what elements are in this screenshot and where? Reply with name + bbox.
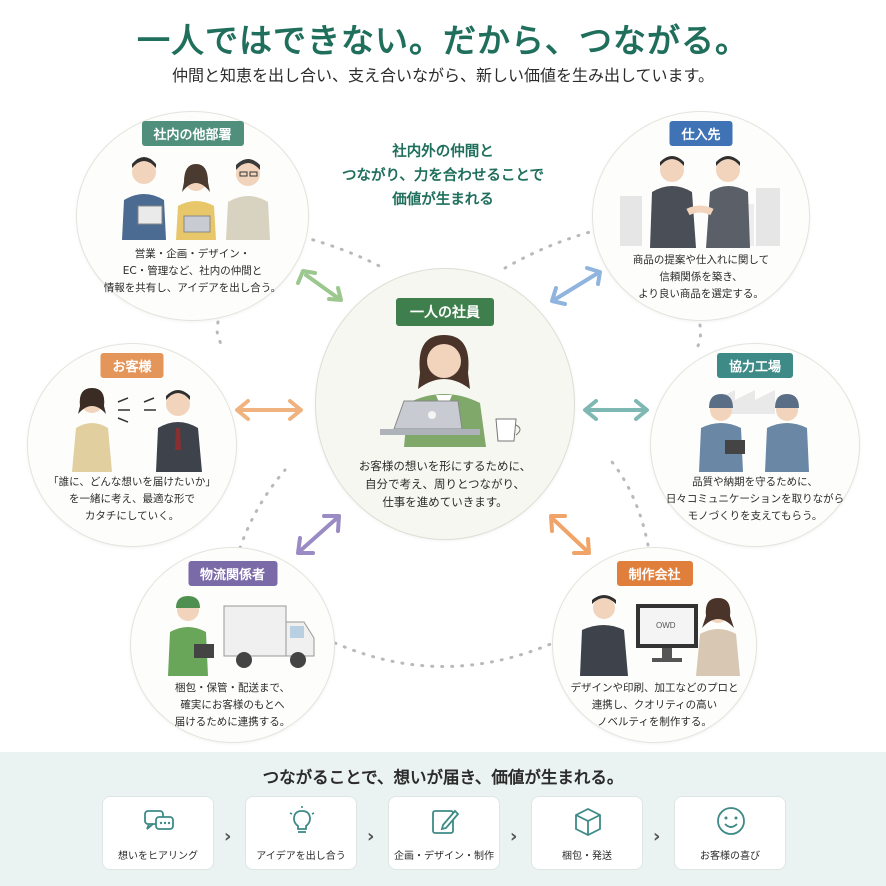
pen-edit-icon [432, 809, 460, 834]
employee-laptop-illustration [380, 335, 521, 447]
delivery-truck-illustration [167, 596, 314, 676]
arrow-customer [235, 399, 303, 421]
desc-supplier: 商品の提案や仕入れに関して 信頼関係を築き、 より良い商品を選定する。 [632, 254, 770, 300]
node-supplier: 仕入先 商品の提案や仕入れに関して 信頼関係を築き、 より良い商品を選定する。 [592, 111, 810, 321]
tag-factory: 協力工場 [716, 353, 794, 378]
node-logistics: 物流関係者 梱包・保管・配送まで、 確実にお客様のもとへ 届けるために連携する。 [130, 547, 335, 743]
smile-icon [717, 807, 745, 835]
chevron-right-icon: › [367, 826, 375, 847]
arrow-internal [296, 269, 343, 302]
tag-supplier: 仕入先 [669, 121, 733, 146]
chat-bubbles-icon [144, 810, 174, 830]
chevron-right-icon: › [224, 826, 232, 847]
factory-workers-illustration [699, 390, 809, 472]
desc-customer: 「誰に、どんな想いを届けたいか」 を一緒に考え、最適な形で カタチにしていく。 [48, 476, 216, 522]
design-studio-illustration: OWD [579, 595, 740, 676]
chevron-right-icon: › [510, 826, 518, 847]
arrow-supplier [550, 266, 602, 306]
arrow-factory [583, 399, 649, 421]
desc-production: デザインや印刷、加工などのプロと 連携し、クオリティの高い ノベルティを制作する… [570, 682, 739, 728]
node-factory: 協力工場 品質や納期を守るために、 日々コミュニケーションを取りながら モノづく… [650, 343, 860, 547]
step-delight: お客様の喜び [674, 796, 786, 870]
coworkers-illustration [121, 157, 270, 240]
process-steps: 想いをヒアリング › アイデアを出し合う › 企画・デザイン・制作 › 梱包・発… [102, 796, 786, 874]
chevron-right-icon: › [653, 826, 661, 847]
desc-internal: 営業・企画・デザイン・ EC・管理など、社内の仲間と 情報を共有し、アイデアを出… [103, 248, 282, 294]
tag-internal: 社内の他部署 [141, 121, 244, 146]
step-label: アイデアを出し合う [256, 851, 346, 862]
page-title: 一人ではできない。だから、つながる。 [137, 21, 749, 60]
step-hearing: 想いをヒアリング [102, 796, 214, 870]
step-label: 想いをヒアリング [118, 851, 198, 862]
arrow-production [549, 514, 591, 555]
step-design: 企画・デザイン・制作 [388, 796, 500, 870]
package-icon [575, 807, 601, 837]
node-center: 一人の社員 お客様の想いを形にするために、 自分で考え、周りとつながり、 仕事を… [315, 268, 575, 540]
customer-meeting-illustration [72, 388, 202, 472]
footer-heading: つながることで、想いが届き、価値が生まれる。 [262, 768, 624, 787]
tag-logistics: 物流関係者 [187, 561, 278, 586]
step-shipping: 梱包・発送 [531, 796, 643, 870]
desc-center: お客様の想いを形にするために、 自分で考え、周りとつながり、 仕事を進めていきま… [358, 459, 532, 509]
arrow-logistics [296, 514, 341, 555]
tag-production: 制作会社 [616, 561, 693, 586]
desc-factory: 品質や納期を守るために、 日々コミュニケーションを取りながら モノづくりを支えて… [665, 476, 845, 522]
screen-label: OWD [656, 621, 676, 630]
lightbulb-icon [289, 806, 315, 833]
handshake-illustration [620, 156, 780, 248]
node-customer: お客様 「誰に、どんな想いを届けたいか」 を一緒に考え、最適な形で カタチにして… [27, 343, 237, 547]
step-ideas: アイデアを出し合う [245, 796, 357, 870]
step-label: 企画・デザイン・制作 [394, 851, 494, 862]
desc-logistics: 梱包・保管・配送まで、 確実にお客様のもとへ 届けるために連携する。 [174, 682, 291, 728]
tag-customer: お客様 [100, 353, 164, 378]
node-internal: 社内の他部署 営業・企画・デザイン・ EC・管理など、社内の仲間と 情報を共有し… [76, 111, 309, 321]
tag-center: 一人の社員 [396, 298, 494, 326]
center-note: 社内外の仲間と つながり、力を合わせることで 価値が生まれる [342, 144, 544, 208]
node-production: 制作会社 OWD デザインや印刷、加工などのプロと 連携し、クオリティの高い ノ… [552, 547, 757, 743]
page-subtitle: 仲間と知恵を出し合い、支え合いながら、新しい価値を生み出しています。 [172, 66, 714, 85]
step-label: お客様の喜び [700, 851, 760, 862]
step-label: 梱包・発送 [562, 851, 612, 862]
